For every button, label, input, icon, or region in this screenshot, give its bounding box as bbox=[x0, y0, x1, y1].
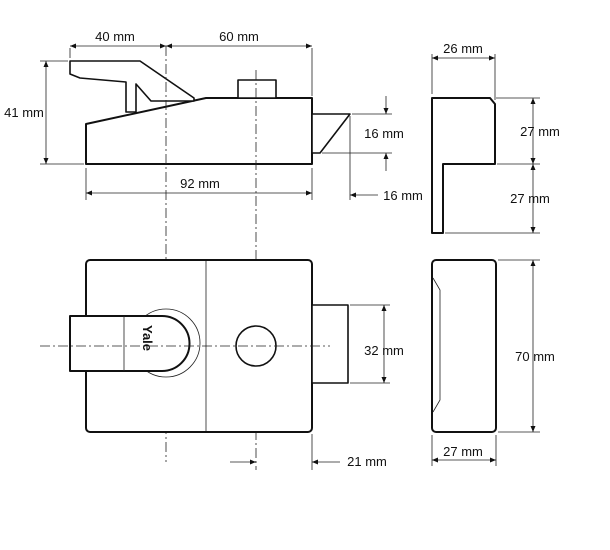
dim-label-16-height: 16 mm bbox=[364, 126, 404, 141]
side-recess bbox=[432, 277, 441, 413]
snib-handle-front bbox=[69, 315, 191, 372]
dim-label-27-lower: 27 mm bbox=[510, 191, 550, 206]
latch-bolt-side bbox=[311, 113, 351, 154]
latch-bolt-front bbox=[311, 304, 349, 384]
lock-case-side bbox=[431, 259, 497, 433]
dim-label-41: 41 mm bbox=[4, 105, 44, 120]
dim-label-27-upper: 27 mm bbox=[520, 124, 560, 139]
brand-logo: Yale bbox=[140, 325, 155, 351]
dim-label-16-projection: 16 mm bbox=[383, 188, 423, 203]
dim-label-32: 32 mm bbox=[364, 343, 404, 358]
side-profile bbox=[431, 97, 496, 234]
dim-label-92: 92 mm bbox=[180, 176, 220, 191]
latch-body-top bbox=[85, 97, 313, 165]
snib-handle bbox=[69, 60, 195, 113]
dim-label-70: 70 mm bbox=[515, 349, 555, 364]
top-button bbox=[237, 79, 277, 99]
front-view: Yale 32 mm 21 mm bbox=[40, 259, 404, 470]
dim-label-27-bottom: 27 mm bbox=[443, 444, 483, 459]
dim-label-40: 40 mm bbox=[95, 29, 135, 44]
dim-label-60: 60 mm bbox=[219, 29, 259, 44]
side-view-bottom: 70 mm 27 mm bbox=[431, 259, 555, 466]
side-view: 26 mm 27 mm 27 mm bbox=[431, 41, 560, 234]
dim-label-26: 26 mm bbox=[443, 41, 483, 56]
dim-label-21: 21 mm bbox=[347, 454, 387, 469]
